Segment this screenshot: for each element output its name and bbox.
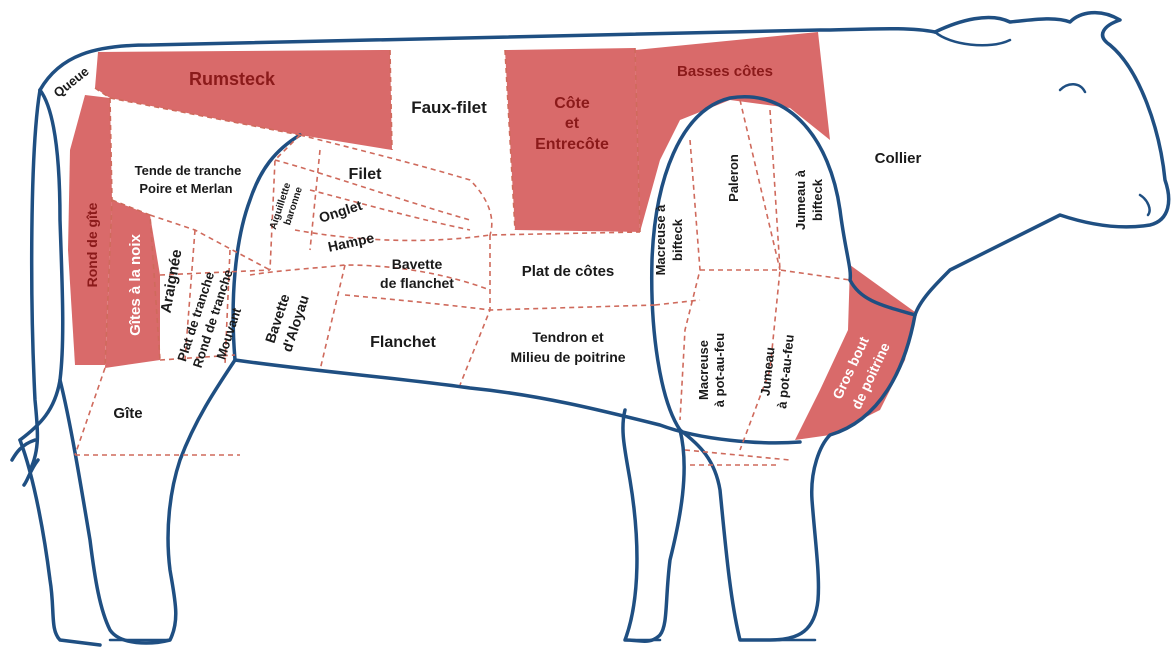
nostril <box>1140 195 1150 215</box>
label-jumeau-pot-1: Jumeau <box>757 346 777 396</box>
label-macreuse-pot-1: Macreuse <box>696 340 711 400</box>
label-onglet: Onglet <box>317 197 364 226</box>
label-faux-filet: Faux-filet <box>411 98 487 117</box>
rear-outline <box>20 90 63 440</box>
label-araignee: Araignée <box>158 248 186 314</box>
label-cote-1: Côte <box>554 95 590 112</box>
label-macreuse-bifteck-2: bifteck <box>670 218 685 261</box>
region-rumsteck <box>95 50 392 150</box>
head-outline <box>915 13 1169 315</box>
label-jumeau-bifteck-2: bifteck <box>810 178 825 221</box>
label-macreuse-pot-2: à pot-au-feu <box>712 333 727 407</box>
label-filet: Filet <box>349 166 383 183</box>
label-macreuse-bifteck-1: Macreuse à <box>653 204 668 276</box>
eye <box>1060 84 1085 92</box>
label-collier: Collier <box>875 150 922 167</box>
label-hampe: Hampe <box>326 229 375 254</box>
label-tende-2: Poire et Merlan <box>139 181 232 196</box>
tail <box>12 90 40 485</box>
label-jumeau-bifteck-1: Jumeau à <box>793 169 808 230</box>
label-basses-cotes: Basses côtes <box>677 63 773 80</box>
label-cote-3: Entrecôte <box>535 136 609 153</box>
label-tende-1: Tende de tranche <box>135 163 242 178</box>
label-plat-de-cotes: Plat de côtes <box>522 263 615 280</box>
label-rond-de-gite: Rond de gîte <box>84 202 100 287</box>
label-tendron-2: Milieu de poitrine <box>510 349 625 365</box>
ear-outline <box>935 32 1010 45</box>
label-bavette-flanchet-2: de flanchet <box>380 275 454 291</box>
label-rumsteck: Rumsteck <box>189 69 276 89</box>
label-tendron-1: Tendron et <box>532 329 604 345</box>
hind-leg-outline <box>60 360 235 643</box>
label-gite: Gîte <box>113 405 142 422</box>
label-gites-noix: Gîtes à la noix <box>127 233 144 335</box>
label-paleron: Paleron <box>726 154 741 202</box>
label-flanchet: Flanchet <box>370 334 436 351</box>
cut-labels: Queue Rumsteck Faux-filet Côte et Entrec… <box>51 63 922 422</box>
label-jumeau-pot-2: à pot-au-feu <box>774 334 797 410</box>
label-cote-2: et <box>565 115 580 132</box>
front-leg-left <box>623 410 684 641</box>
label-bavette-flanchet-1: Bavette <box>392 256 443 272</box>
